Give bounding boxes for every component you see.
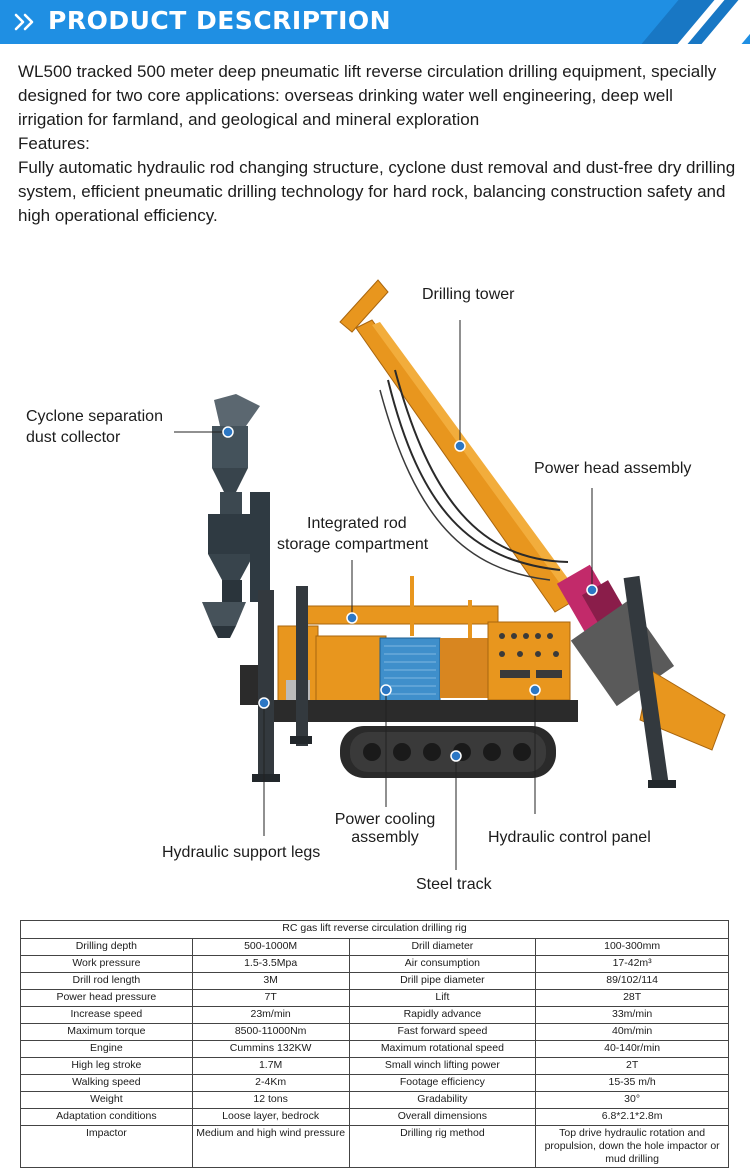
spec-value: 28T <box>535 989 729 1007</box>
double-chevron-right-icon <box>14 13 34 31</box>
callout-support-legs: Hydraulic support legs <box>162 844 321 861</box>
spec-label: Drill rod length <box>20 972 193 990</box>
section-banner: PRODUCT DESCRIPTION <box>0 0 750 44</box>
spec-value: 3M <box>191 972 350 990</box>
features-text: Fully automatic hydraulic rod changing s… <box>18 158 736 225</box>
callout-drilling-tower: Drilling tower <box>422 286 515 303</box>
callout-dot <box>380 684 392 696</box>
spec-value: 8500-11000Nm <box>191 1023 350 1041</box>
spec-label: Footage efficiency <box>348 1074 537 1092</box>
product-description: WL500 tracked 500 meter deep pneumatic l… <box>18 60 738 228</box>
spec-label: Small winch lifting power <box>348 1057 537 1075</box>
spec-label: Drill diameter <box>348 938 537 956</box>
spec-value: 89/102/114 <box>535 972 729 990</box>
callout-cyclone-line2: dust collector <box>26 429 121 446</box>
spec-label: Walking speed <box>20 1074 193 1092</box>
drilling-tower-mast <box>339 279 580 613</box>
callout-cyclone-line1: Cyclone separation <box>26 408 163 425</box>
callout-dot <box>529 684 541 696</box>
callout-power-cooling-line2: assembly <box>351 829 419 846</box>
spec-value: 500-1000M <box>191 938 350 956</box>
spec-label: Drilling rig method <box>348 1125 537 1168</box>
spec-label: Drill pipe diameter <box>348 972 537 990</box>
spec-table: RC gas lift reverse circulation drilling… <box>20 920 729 1168</box>
spec-label: Lift <box>348 989 537 1007</box>
spec-label: Maximum torque <box>20 1023 193 1041</box>
cyclone-dust-collector <box>202 394 270 638</box>
spec-label: Work pressure <box>20 955 193 973</box>
spec-label: Rapidly advance <box>348 1006 537 1024</box>
spec-value: 1.5-3.5Mpa <box>191 955 350 973</box>
spec-label: Adaptation conditions <box>20 1108 193 1126</box>
spec-value: 30° <box>535 1091 729 1109</box>
callout-leader-lines <box>174 320 593 870</box>
features-label: Features: <box>18 134 90 153</box>
callout-hydraulic-panel: Hydraulic control panel <box>488 829 651 846</box>
spec-value: Loose layer, bedrock <box>191 1108 350 1126</box>
spec-label: Drilling depth <box>20 938 193 956</box>
spec-label: Maximum rotational speed <box>348 1040 537 1058</box>
spec-value: 2-4Km <box>191 1074 350 1092</box>
spec-value: 6.8*2.1*2.8m <box>535 1108 729 1126</box>
spec-label: Impactor <box>20 1125 193 1168</box>
spec-value: 17-42m³ <box>535 955 729 973</box>
spec-label: High leg stroke <box>20 1057 193 1075</box>
callout-dot <box>454 440 466 452</box>
drilling-rig-diagram: Drilling tower Cyclone separation dust c… <box>0 270 750 900</box>
callout-steel-track: Steel track <box>416 876 492 893</box>
spec-value: Top drive hydraulic rotation and propuls… <box>535 1125 729 1168</box>
spec-value: 7T <box>191 989 350 1007</box>
spec-label: Air consumption <box>348 955 537 973</box>
callout-rod-storage-line2: storage compartment <box>277 536 429 553</box>
spec-value: 100-300mm <box>535 938 729 956</box>
table-caption: RC gas lift reverse circulation drilling… <box>20 920 729 939</box>
callout-markers <box>222 426 598 762</box>
spec-value: 15-35 m/h <box>535 1074 729 1092</box>
spec-label: Weight <box>20 1091 193 1109</box>
spec-label: Power head pressure <box>20 989 193 1007</box>
section-title: PRODUCT DESCRIPTION <box>48 6 392 35</box>
callout-dot <box>258 697 270 709</box>
drilling-rig-illustration <box>174 279 726 870</box>
callout-rod-storage-line1: Integrated rod <box>307 515 407 532</box>
table-caption-row: RC gas lift reverse circulation drilling… <box>20 920 729 939</box>
spec-label: Fast forward speed <box>348 1023 537 1041</box>
spec-label: Gradability <box>348 1091 537 1109</box>
spec-value: 40-140r/min <box>535 1040 729 1058</box>
spec-value: 40m/min <box>535 1023 729 1041</box>
spec-value: 1.7M <box>191 1057 350 1075</box>
spec-label: Increase speed <box>20 1006 193 1024</box>
spec-label: Engine <box>20 1040 193 1058</box>
description-intro: WL500 tracked 500 meter deep pneumatic l… <box>18 62 717 129</box>
spec-value: 23m/min <box>191 1006 350 1024</box>
callout-dot <box>450 750 462 762</box>
spec-value: 2T <box>535 1057 729 1075</box>
callout-dot <box>586 584 598 596</box>
spec-value: 12 tons <box>191 1091 350 1109</box>
machine-body <box>240 576 578 722</box>
callout-dot <box>346 612 358 624</box>
callout-power-head: Power head assembly <box>534 460 692 477</box>
spec-value: 33m/min <box>535 1006 729 1024</box>
spec-label: Overall dimensions <box>348 1108 537 1126</box>
spec-value: Cummins 132KW <box>191 1040 350 1058</box>
spec-value: Medium and high wind pressure <box>191 1125 350 1168</box>
steel-track <box>340 726 556 778</box>
callout-power-cooling-line1: Power cooling <box>334 811 436 828</box>
callout-dot <box>222 426 234 438</box>
hydraulic-support-legs <box>252 575 676 788</box>
